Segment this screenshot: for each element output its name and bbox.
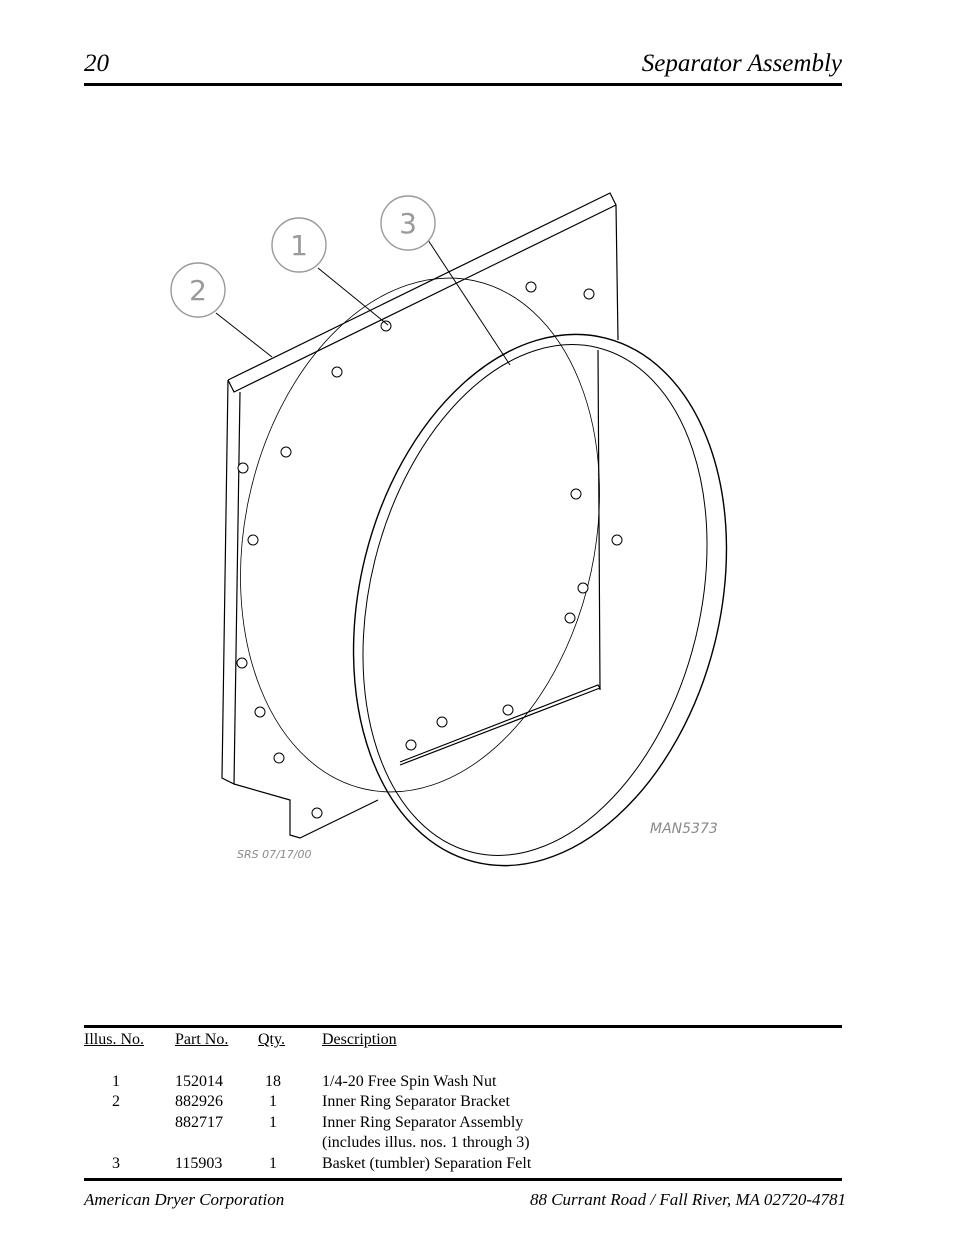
footer-address: 88 Currant Road / Fall River, MA 02720-4…: [529, 1190, 846, 1209]
nut: [280, 446, 292, 458]
nut: [436, 716, 448, 728]
description: Inner Ring Separator Assembly: [322, 1114, 524, 1131]
nut: [311, 807, 323, 819]
nut: [254, 706, 266, 718]
callout-balloon-2: [170, 262, 226, 318]
callout-label-1: 1: [290, 229, 308, 262]
header-rule: [84, 83, 842, 86]
table-bottom-rule: [84, 1178, 842, 1181]
nut: [273, 752, 285, 764]
callout-balloon-1: [271, 217, 327, 273]
qty: 1: [269, 1155, 277, 1172]
illus-no: 2: [112, 1093, 120, 1110]
description: Basket (tumbler) Separation Felt: [322, 1155, 532, 1172]
bracket-inner-edge: [597, 349, 601, 691]
illus-no: 1: [112, 1073, 120, 1090]
part-no: 882717: [175, 1114, 223, 1131]
column-header-qty: Qty.: [258, 1031, 285, 1048]
nut: [564, 612, 576, 624]
leader-line-1: [317, 267, 389, 326]
leader-line-3: [427, 239, 511, 366]
nut: [577, 582, 589, 594]
footer-company: American Dryer Corporation: [84, 1190, 285, 1209]
nut: [331, 366, 343, 378]
felt-ring-outer: [352, 333, 728, 867]
bracket-lower-edge: [399, 684, 601, 766]
description: (includes illus. nos. 1 through 3): [322, 1134, 530, 1151]
page-title: Separator Assembly: [641, 50, 842, 77]
callout-label-3: 3: [399, 207, 417, 240]
drafter-stamp: SRS 07/17/00: [237, 848, 312, 861]
illus-no: 3: [112, 1155, 120, 1172]
callout-balloon-3: [380, 195, 436, 251]
nut: [502, 704, 514, 716]
callout-label-2: 2: [189, 274, 207, 307]
nut: [405, 739, 417, 751]
table-top-rule: [84, 1025, 842, 1028]
part-no: 882926: [175, 1093, 223, 1110]
description: 1/4-20 Free Spin Wash Nut: [322, 1073, 497, 1090]
inner-ring-arc: [240, 277, 600, 793]
column-header-part: Part No.: [175, 1031, 229, 1048]
nut: [247, 534, 259, 546]
nut: [570, 488, 582, 500]
felt-ring-inner: [362, 344, 708, 856]
nut: [236, 657, 248, 669]
drawing-number: MAN5373: [650, 821, 718, 837]
column-header-description: Description: [322, 1031, 397, 1048]
leader-line-2: [215, 312, 273, 358]
description: Inner Ring Separator Bracket: [322, 1093, 510, 1110]
nut: [611, 534, 623, 546]
nut: [380, 320, 392, 332]
part-no: 152014: [175, 1073, 223, 1090]
nut: [583, 288, 595, 300]
part-no: 115903: [175, 1155, 223, 1172]
qty: 18: [265, 1073, 281, 1090]
separator-assembly-drawing: 2 1 3 MAN5373 SRS 07/17/00: [170, 192, 728, 867]
column-header-illus: Illus. No.: [84, 1031, 144, 1048]
page-number: 20: [84, 50, 109, 77]
nut: [237, 462, 249, 474]
qty: 1: [269, 1114, 277, 1131]
nut: [525, 281, 537, 293]
bracket-plate-outline: [221, 192, 619, 839]
qty: 1: [269, 1093, 277, 1110]
